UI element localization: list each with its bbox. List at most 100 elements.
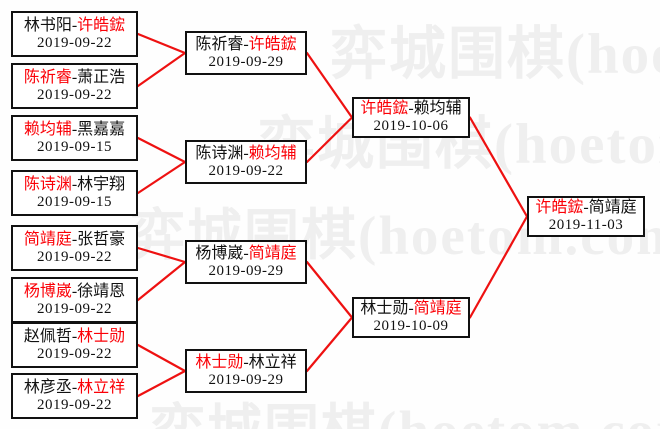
match-date: 2019-11-03 bbox=[548, 217, 624, 234]
bracket-connector bbox=[468, 116, 529, 218]
match-players: 杨博崴-简靖庭 bbox=[195, 245, 296, 263]
match-players: 赵佩哲-林士勋 bbox=[24, 328, 125, 346]
match-date: 2019-09-22 bbox=[37, 34, 112, 51]
bracket-connector bbox=[305, 116, 354, 164]
player-separator: - bbox=[583, 199, 589, 217]
match-players: 许皓鋐-赖均辅 bbox=[360, 100, 461, 118]
player-left: 杨博崴 bbox=[195, 244, 244, 262]
match-players: 陈诗渊-林宇翔 bbox=[24, 176, 125, 194]
player-left: 林彦丞 bbox=[23, 378, 72, 396]
player-left: 林书阳 bbox=[23, 16, 72, 34]
player-right: 徐靖恩 bbox=[77, 282, 126, 300]
bracket-connector bbox=[136, 369, 187, 398]
player-separator: - bbox=[408, 100, 414, 118]
match-date: 2019-09-22 bbox=[37, 345, 112, 362]
bracket-connector bbox=[468, 215, 529, 319]
player-left: 简靖庭 bbox=[23, 230, 72, 248]
bracket-connector bbox=[136, 343, 187, 373]
match-date: 2019-10-09 bbox=[373, 318, 449, 335]
player-separator: - bbox=[408, 300, 414, 318]
player-right: 简靖庭 bbox=[248, 244, 297, 262]
player-left: 赵佩哲 bbox=[23, 327, 72, 345]
player-right: 林宇翔 bbox=[77, 175, 126, 193]
match-players: 陈祈睿-萧正浩 bbox=[24, 69, 125, 87]
player-separator: - bbox=[71, 175, 78, 193]
player-separator: - bbox=[243, 353, 249, 371]
match-players: 林士勋-林立祥 bbox=[195, 354, 296, 372]
player-right: 张哲豪 bbox=[77, 230, 126, 248]
player-right: 许皓鋐 bbox=[248, 35, 297, 53]
player-right: 赖均辅 bbox=[413, 100, 462, 118]
match-date: 2019-09-29 bbox=[208, 371, 284, 388]
player-separator: - bbox=[71, 230, 78, 248]
watermark-text: 弈城围棋(hoetom.com) bbox=[330, 23, 660, 86]
bracket-connector bbox=[136, 246, 187, 264]
match-players: 杨博崴-徐靖恩 bbox=[24, 283, 125, 301]
player-right: 简靖庭 bbox=[588, 199, 637, 217]
player-right: 林立祥 bbox=[77, 378, 126, 396]
match-date: 2019-09-15 bbox=[37, 193, 112, 210]
match-players: 林书阳-许皓鋐 bbox=[24, 17, 125, 35]
player-left: 赖均辅 bbox=[23, 120, 72, 138]
bracket-connector bbox=[136, 160, 187, 195]
player-right: 林立祥 bbox=[248, 353, 297, 371]
match-players: 林彦丞-林立祥 bbox=[24, 379, 125, 397]
match-players: 赖均辅-黑嘉嘉 bbox=[24, 121, 125, 139]
player-separator: - bbox=[71, 120, 78, 138]
player-separator: - bbox=[71, 378, 78, 396]
player-separator: - bbox=[243, 144, 249, 162]
bracket-connector bbox=[305, 260, 354, 319]
player-right: 赖均辅 bbox=[248, 144, 297, 162]
player-separator: - bbox=[243, 35, 249, 53]
match-date: 2019-09-22 bbox=[37, 248, 112, 265]
match-date: 2019-09-22 bbox=[37, 396, 112, 413]
match-players: 陈祈睿-许皓鋐 bbox=[195, 36, 296, 54]
bracket-connector bbox=[305, 51, 354, 119]
player-right: 许皓鋐 bbox=[77, 16, 126, 34]
player-left: 陈祈睿 bbox=[195, 35, 244, 53]
player-left: 陈诗渊 bbox=[195, 144, 244, 162]
player-separator: - bbox=[243, 244, 249, 262]
player-left: 林士勋 bbox=[360, 300, 409, 318]
player-left: 陈诗渊 bbox=[23, 175, 72, 193]
match-date: 2019-10-06 bbox=[373, 118, 449, 135]
bracket-connector bbox=[305, 316, 354, 373]
match-date: 2019-09-15 bbox=[37, 138, 112, 155]
player-separator: - bbox=[71, 327, 78, 345]
match-date: 2019-09-29 bbox=[208, 53, 284, 70]
player-right: 简靖庭 bbox=[413, 300, 462, 318]
bracket-connector bbox=[136, 136, 187, 164]
player-right: 萧正浩 bbox=[77, 68, 126, 86]
player-left: 林士勋 bbox=[195, 353, 244, 371]
match-date: 2019-09-22 bbox=[37, 300, 112, 317]
player-separator: - bbox=[71, 68, 78, 86]
match-date: 2019-09-22 bbox=[208, 162, 284, 179]
bracket-connector bbox=[136, 32, 187, 55]
player-right: 黑嘉嘉 bbox=[77, 120, 126, 138]
bracket-connector bbox=[136, 260, 187, 302]
player-left: 杨博崴 bbox=[23, 282, 72, 300]
player-separator: - bbox=[71, 16, 78, 34]
player-left: 陈祈睿 bbox=[23, 68, 72, 86]
player-right: 林士勋 bbox=[77, 327, 126, 345]
match-date: 2019-09-22 bbox=[37, 86, 112, 103]
player-left: 许皓鋐 bbox=[535, 199, 584, 217]
match-date: 2019-09-29 bbox=[208, 262, 284, 279]
player-left: 许皓鋐 bbox=[360, 100, 409, 118]
